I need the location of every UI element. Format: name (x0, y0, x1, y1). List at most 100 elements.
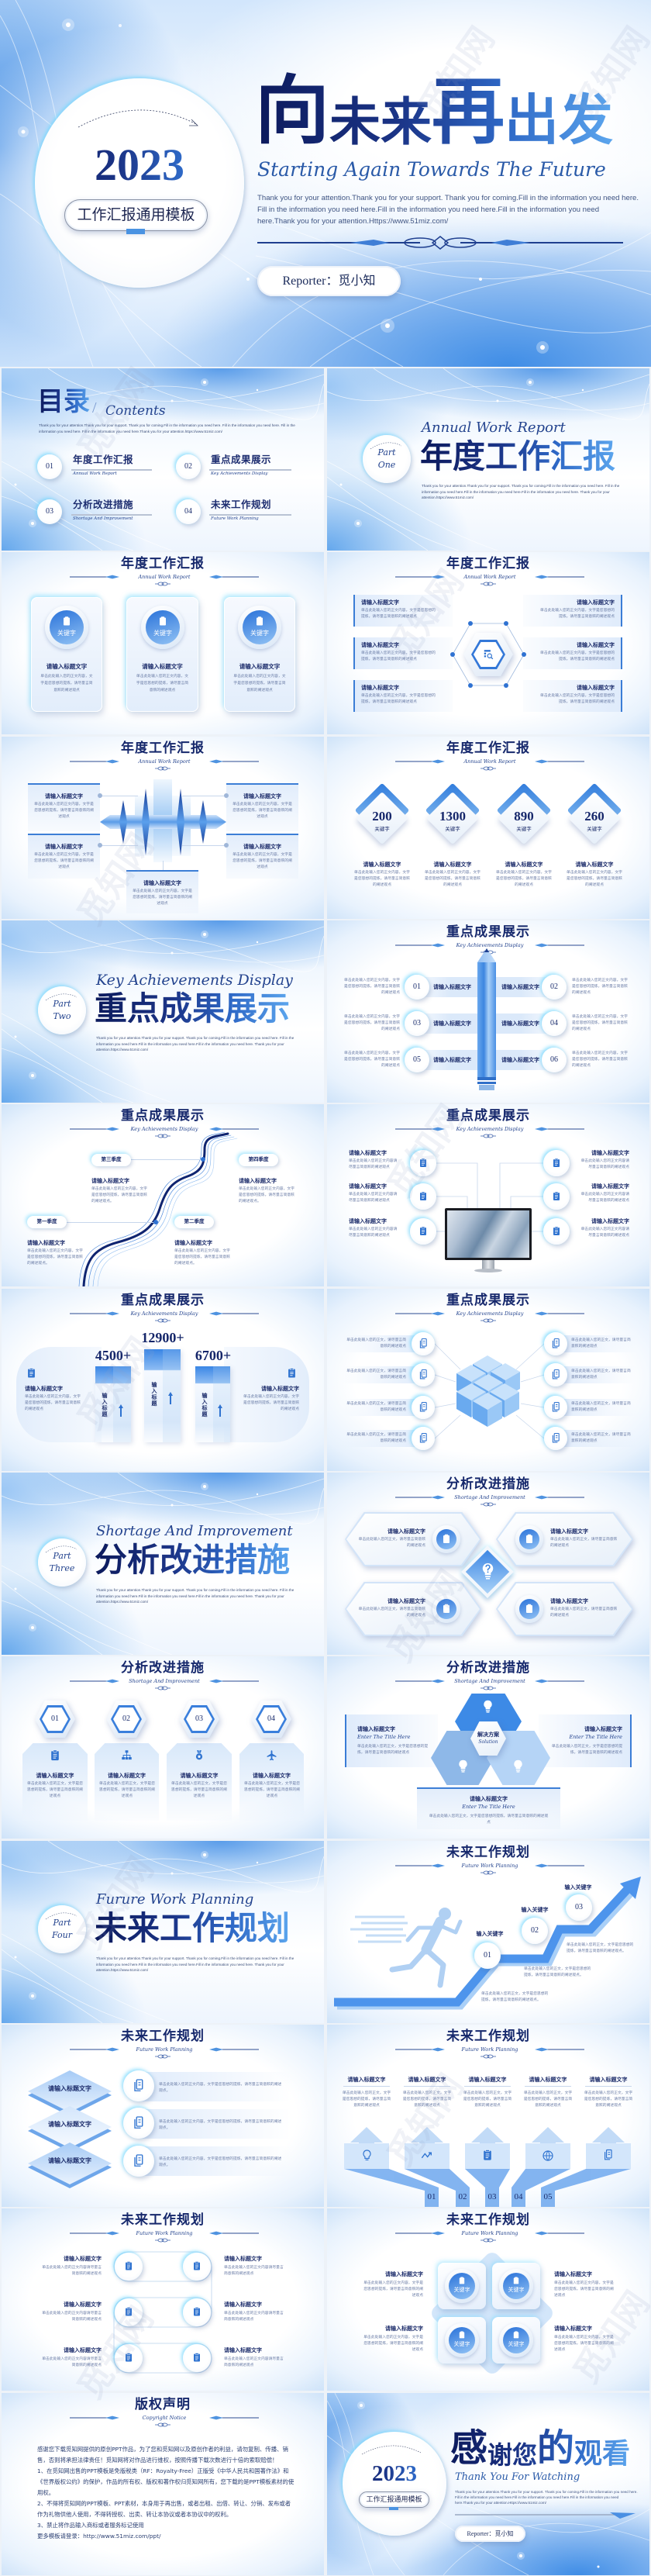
title-ornament: Key Achievements Display (395, 1310, 584, 1317)
bar-label: 输入标题 (202, 1393, 208, 1417)
item-heading: 请输入标题文字 (64, 2256, 102, 2262)
body-line: here.Thank you for your attention.Https:… (257, 217, 449, 226)
item-number: 02 (550, 982, 558, 991)
slide-title: 重点成果展示 (121, 1108, 205, 1123)
slide-subtitle: Key Achievements Display (456, 1310, 524, 1317)
item-heading: 请输入标题文字 (143, 880, 181, 886)
connector-line (67, 1222, 154, 1223)
document-icon (603, 2149, 613, 2161)
text-band: 请输入标题文字单击此处输入您的正文内容，文字是您思想的提炼，请尽量言简意赅的阐述… (523, 680, 622, 712)
keyword-card: 关键字 请输入标题文字 单击此处输入您的正文内容，文字是您思想的提炼，请尽量言简… (224, 597, 295, 712)
wave-lines-decoration (2, 1841, 324, 2023)
title-ornament: Future Work Planning (395, 2046, 584, 2053)
number-hexagon: 01 (35, 1701, 75, 1738)
slide-subtitle: Shortage And Improvement (129, 1678, 200, 1684)
wave-lines-decoration (2, 1473, 324, 1655)
monitor-frame (445, 1208, 532, 1260)
title-ornament: Shortage And Improvement (395, 1493, 584, 1501)
curve-point (201, 1157, 205, 1162)
card-body: 单击此处输入您的正文内容，文字是您思想的提炼，请尽量言简意赅的阐述观点 (136, 675, 189, 692)
clipboard-icon (553, 1191, 560, 1201)
slide-subtitle: Future Work Planning (461, 2046, 518, 2053)
wave-spike (119, 800, 127, 844)
achievements-bars-slide: 重点成果展示 Key Achievements Display 请输入标题文字 … (2, 1289, 324, 1471)
panel-heading: 请输入标题文字 (357, 1726, 395, 1732)
item-body: 单击此处输入您的正文内容，文字是您思想的提炼，请尽量言简意赅的阐述观点 (572, 979, 628, 995)
plate-body: 单击此处输入您的正文内容，文字是您思想的提炼，请尽量言简意赅的阐述观点。 (159, 2120, 282, 2130)
item-body: 单击此处输入您的正文内容，文字是您思想的提炼，请尽量言简意赅的阐述观点 (554, 2281, 614, 2298)
thank-you-slide: 2023 工作汇报通用模板 感 谢您 的 观看 Thank You For Wa… (327, 2393, 649, 2575)
title-ornament: Shortage And Improvement (70, 1677, 259, 1685)
ornament-line (395, 943, 451, 948)
item-heading: 请输入标题文字 (361, 685, 399, 691)
slide-title: 版权声明 (135, 2397, 191, 2412)
text-box: 请输入标题文字单击此处输入您的正文内容，文字是您思想的提炼，请尽量言简意赅的阐述… (226, 783, 298, 831)
medal-icon (194, 1749, 205, 1761)
part-description: Thank you for your attention.Thank you f… (96, 1036, 294, 1051)
item-number-circle: 02 (176, 454, 201, 479)
clipboard-icon (193, 2352, 201, 2363)
panel-english: Enter The Title Here (357, 1734, 411, 1740)
ornament-line (395, 1495, 451, 1500)
clipboard-icon (27, 1367, 36, 1379)
icon-circle (544, 1396, 567, 1419)
year-circle: 2023 工作汇报通用模板 (343, 2432, 446, 2536)
title-ornament: Annual Work Report (395, 573, 584, 581)
part-badge: Part Two (38, 986, 86, 1034)
center-hexagon (463, 633, 513, 676)
connector-line (131, 1159, 202, 1160)
body-line: Fill in the information you need here.Fi… (257, 205, 600, 214)
clipboard-icon (50, 1749, 60, 1761)
keyword-circle: 关键字 (499, 2323, 533, 2357)
item-underline (209, 514, 291, 516)
clipboard-icon (553, 1226, 560, 1236)
text-box: 请输入标题文字单击此处输入您的正文内容，文字是您思想的提炼，请尽量言简意赅的阐述… (28, 783, 100, 831)
ornament-line (70, 575, 126, 579)
label-accent-bar (389, 2507, 398, 2510)
quarter-body: 单击此处输入您的正文内容，文字是您思想的提炼，请尽量言简意赅的阐述观点。 (27, 1249, 83, 1266)
item-body: 单击此处输入您的正文，请尽量言简意赅的阐述观点 (550, 1607, 618, 1618)
ornament-line (395, 1679, 451, 1683)
closing-subtitle: Thank You For Watching (455, 2471, 580, 2483)
column-underline (404, 2086, 450, 2087)
step-keyword: 输入关键字 (521, 1907, 549, 1913)
reporter-badge: Reporter：觅小知 (257, 266, 401, 296)
icon-circle (115, 2253, 143, 2281)
lightbulb-icon (513, 1759, 523, 1773)
arrow-up-icon (118, 1404, 124, 1417)
text-band: 请输入标题文字单击此处输入您的正文内容，文字是您思想的提炼，请尽量言简意赅的阐述… (353, 680, 453, 712)
item-heading: 请输入标题文字 (433, 1057, 471, 1063)
item-number: 01 (413, 982, 421, 991)
item-number-circle: 03 (37, 499, 62, 524)
closing-title-part: 谢您 (487, 2441, 538, 2469)
item-heading: 请输入标题文字 (501, 984, 539, 990)
ornament-flourish (154, 766, 171, 771)
part-description: Thank you for your attention.Thank you f… (422, 484, 620, 499)
icon-circle (412, 1363, 435, 1386)
arc-decoration (45, 1545, 78, 1553)
title-slash: / (92, 399, 97, 416)
column-number: 02 (458, 2192, 467, 2201)
icon-badge (436, 1599, 456, 1619)
contents-slide: 目录 / Contents Thank you for your attenti… (2, 368, 324, 551)
improvement-solution-slide: 分析改进措施 Shortage And Improvement 请输入标题文字 … (327, 1656, 649, 1839)
ornament-line (203, 2047, 259, 2052)
item-heading: 请输入标题文字 (224, 2256, 262, 2262)
clipboard-icon (419, 1226, 427, 1236)
contents-item-label: 重点成果展示 (211, 454, 272, 465)
icon-circle (432, 1525, 460, 1553)
side-heading: 请输入标题文字 (261, 1386, 299, 1392)
icon-circle (543, 1183, 570, 1210)
text-box: 请输入标题文字单击此处输入您的正文内容，文字是您思想的提炼，请尽量言简意赅的阐述… (28, 834, 100, 879)
slide-subtitle: Shortage And Improvement (454, 1494, 525, 1500)
text-band (343, 1399, 423, 1416)
keyword-badge: 关键字 (449, 2327, 475, 2353)
item-body: 单击此处输入您的正文内容请尽量言简意赅的阐述观点 (349, 1159, 398, 1169)
icon-badge (519, 1599, 539, 1619)
slide-title: 年度工作汇报 (121, 556, 205, 571)
template-label: 工作汇报通用模板 (359, 2491, 429, 2508)
stat-keyword: 关键字 (374, 827, 390, 832)
ornament-line (203, 1679, 259, 1683)
step-number: 02 (122, 1714, 130, 1723)
arc-decoration (45, 1912, 78, 1920)
